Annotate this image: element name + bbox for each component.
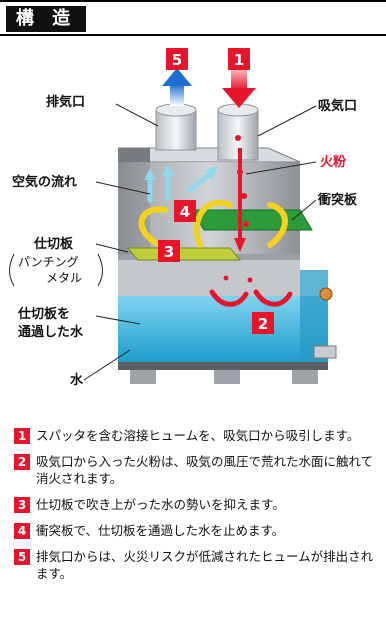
label-exhaust: 排気口 [46,94,85,110]
section-title: 構 造 [6,6,86,32]
step-number: 2 [14,454,30,470]
label-passed-water-1: 仕切板を [17,306,70,322]
step-number: 3 [14,497,30,513]
intake-arrow [222,66,256,108]
badge-3: 3 [158,240,180,262]
svg-text:3: 3 [164,243,174,261]
svg-text:4: 4 [180,203,190,221]
step-item: 1 スパッタを含む溶接ヒュームを、吸気口から吸引します。 [14,427,376,444]
label-punching-2: メタル [46,271,82,285]
step-item: 4 衝突板で、仕切板を通過した水を止めます。 [14,522,376,539]
paren-left [9,253,15,287]
badge-1: 1 [228,48,250,70]
yellow-flow [138,199,288,248]
step-number: 1 [14,428,30,444]
step-item: 3 仕切板で吹き上がった水の勢いを抑えます。 [14,496,376,513]
air-flow-arrows [147,171,213,203]
structure-diagram: 5 1 4 3 2 排気口 吸気口 火粉 衝突板 空気の流れ 仕切板 パンチング… [9,48,358,388]
badge-4: 4 [174,200,196,222]
paren-right [97,253,103,287]
label-partition: 仕切板 [33,236,74,252]
step-number: 4 [14,523,30,539]
water-swirl [209,289,293,307]
step-number: 5 [14,549,30,565]
exhaust-pipe [155,103,197,151]
step-list: 1 スパッタを含む溶接ヒュームを、吸気口から吸引します。 2 吸気口から入った火… [14,427,376,591]
svg-text:1: 1 [234,51,244,69]
section-header: 構 造 [0,0,386,36]
collision-plate [191,209,313,231]
step-text: 衝突板で、仕切板を通過した水を止めます。 [36,523,285,538]
label-water: 水 [70,372,84,388]
partition-plate [126,247,242,261]
step-text: スパッタを含む溶接ヒュームを、吸気口から吸引します。 [36,428,360,443]
step-text: 排気口からは、火災リスクが低減されたヒュームが排出されます。 [36,549,374,581]
label-air-flow: 空気の流れ [12,174,77,190]
step-text: 仕切板で吹き上がった水の勢いを抑えます。 [36,497,285,512]
spark-arrow-head [234,238,246,252]
svg-text:5: 5 [172,51,182,69]
exhaust-arrow [162,68,192,106]
label-punching-1: パンチング [18,255,79,269]
step-text: 吸気口から入った火粉は、吸気の風圧で荒れた水面に触れて消火されます。 [36,454,374,486]
label-passed-water-2: 通過した水 [18,324,84,340]
air-flow-heads [144,164,218,180]
label-intake: 吸気口 [318,98,357,114]
svg-text:2: 2 [258,315,268,333]
badge-2: 2 [252,312,274,334]
label-sparks: 火粉 [320,154,346,170]
step-item: 5 排気口からは、火災リスクが低減されたヒュームが排出されます。 [14,548,376,582]
label-collision-plate: 衝突板 [317,192,358,208]
badge-5: 5 [166,48,188,70]
leader-lines [83,103,317,381]
step-item: 2 吸気口から入った火粉は、吸気の風圧で荒れた水面に触れて消火されます。 [14,453,376,487]
